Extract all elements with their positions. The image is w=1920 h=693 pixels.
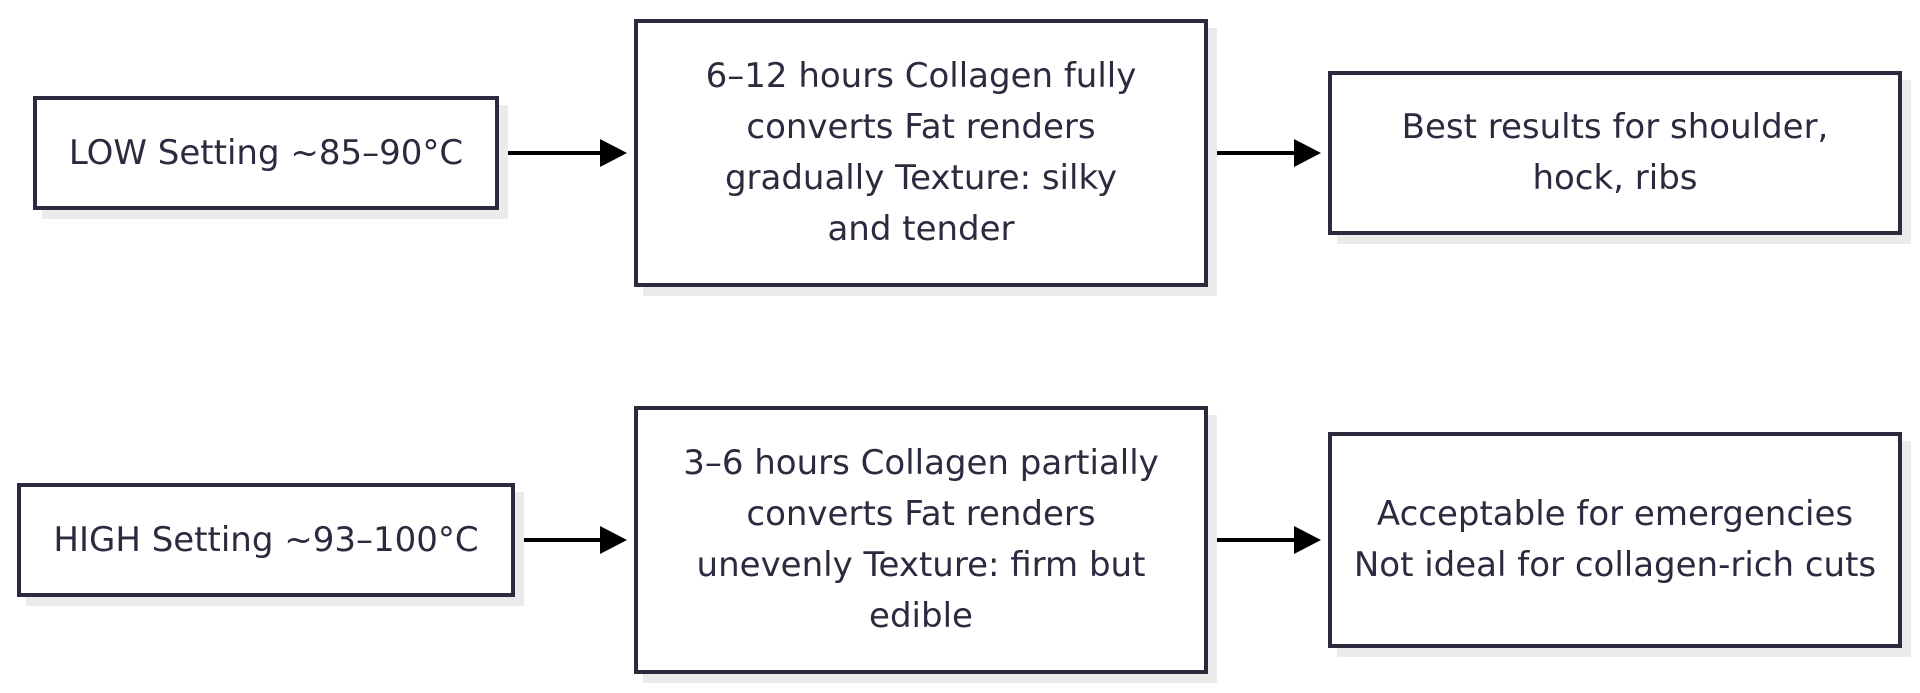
low-result-node: Best results for shoulder, hock, ribs xyxy=(1328,71,1902,235)
high-result-node: Acceptable for emergencies Not ideal for… xyxy=(1328,432,1902,648)
arrow-high-process-to-result xyxy=(1210,526,1321,554)
low-setting-label: LOW Setting ~85–90°C xyxy=(68,132,464,173)
high-process-node: 3–6 hours Collagen partially converts Fa… xyxy=(634,406,1208,674)
arrow-low-to-process xyxy=(501,139,627,167)
high-setting-node: HIGH Setting ~93–100°C xyxy=(17,483,515,597)
high-process-label: 3–6 hours Collagen partially converts Fa… xyxy=(683,443,1159,636)
arrow-low-process-to-result xyxy=(1210,139,1321,167)
low-result-label: Best results for shoulder, hock, ribs xyxy=(1401,107,1829,198)
arrow-high-to-process xyxy=(517,526,627,554)
low-process-label: 6–12 hours Collagen fully converts Fat r… xyxy=(705,56,1137,249)
high-setting-label: HIGH Setting ~93–100°C xyxy=(53,519,479,560)
low-process-node: 6–12 hours Collagen fully converts Fat r… xyxy=(634,19,1208,287)
high-result-label: Acceptable for emergencies Not ideal for… xyxy=(1353,494,1877,585)
low-setting-node: LOW Setting ~85–90°C xyxy=(33,96,499,210)
